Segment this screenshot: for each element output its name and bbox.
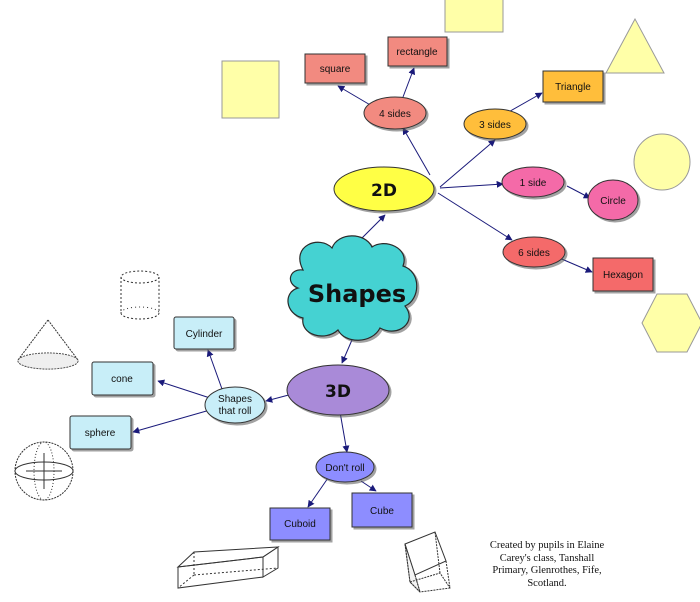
shapes-cloud-node: Shapes	[287, 235, 418, 341]
node-1-side-label: 1 side	[520, 178, 547, 189]
node-cuboid-label: Cuboid	[284, 519, 316, 530]
node-cylinder: Cylinder	[173, 316, 235, 350]
node-triangle: Triangle	[542, 70, 604, 103]
node-3-sides: 3 sides	[463, 108, 527, 140]
node-dont-roll: Don't roll	[315, 451, 375, 483]
node-sphere-label: sphere	[85, 428, 116, 439]
node-shapes-that-roll-line2: that roll	[219, 406, 252, 417]
credit-text: Created by pupils in Elaine Carey's clas…	[472, 540, 622, 590]
node-4-sides: 4 sides	[363, 96, 427, 130]
node-triangle-label: Triangle	[555, 82, 591, 93]
node-shapes-that-roll-line1: Shapes	[218, 394, 252, 405]
triangle-illustration	[605, 17, 665, 74]
sphere-illustration	[14, 441, 74, 501]
rectangle-illustration	[444, 0, 504, 33]
node-3d: 3D	[286, 364, 390, 416]
connector-roll-cylinder	[206, 349, 223, 390]
node-rectangle-label: rectangle	[396, 47, 438, 58]
connector-3sides-triangle	[504, 92, 543, 115]
circle-illustration	[633, 133, 691, 191]
connector-4sides-square	[337, 85, 373, 107]
node-rectangle: rectangle	[387, 36, 448, 67]
node-cube: Cube	[351, 492, 413, 528]
connector-6sides-hexagon	[556, 256, 593, 273]
node-1-side: 1 side	[501, 166, 565, 198]
node-square: square	[304, 53, 366, 84]
node-3d-label: 3D	[325, 382, 351, 402]
connector-1side-circle	[566, 185, 591, 199]
node-cuboid: Cuboid	[269, 507, 331, 541]
connector-2d-6sides	[437, 192, 513, 241]
cuboid-illustration	[176, 546, 280, 589]
connector-2d-1side	[439, 180, 504, 189]
credit-line-2: Carey's class, Tanshall	[499, 552, 595, 564]
shapes-cloud-label: Shapes	[308, 280, 406, 308]
connector-3d-dontroll	[339, 411, 350, 453]
cone-illustration	[17, 319, 79, 370]
node-dont-roll-label: Don't roll	[325, 463, 364, 474]
connector-4sides-rectangle	[402, 67, 416, 98]
connector-dontroll-cuboid	[307, 477, 329, 508]
node-hexagon: Hexagon	[592, 257, 654, 292]
node-shapes-that-roll: Shapes that roll	[204, 386, 266, 424]
node-sphere: sphere	[69, 415, 132, 450]
shape-illustrations-3d	[14, 270, 451, 593]
node-2d-label: 2D	[371, 181, 397, 201]
square-illustration	[221, 60, 280, 119]
node-4-sides-label: 4 sides	[379, 109, 411, 120]
node-cube-label: Cube	[370, 506, 394, 517]
node-3-sides-label: 3 sides	[479, 120, 511, 131]
hexagon-illustration	[641, 293, 700, 353]
connector-roll-cone	[157, 379, 211, 399]
credit-line-3: Primary, Glenrothes, Fife,	[492, 565, 602, 576]
node-circle: Circle	[587, 179, 639, 221]
cylinder-illustration	[120, 270, 160, 320]
node-square-label: square	[320, 64, 351, 75]
node-cone: cone	[91, 361, 154, 396]
node-2d: 2D	[333, 166, 435, 212]
credit-line-1: Created by pupils in Elaine	[489, 540, 605, 551]
node-cylinder-label: Cylinder	[186, 329, 223, 340]
node-6-sides: 6 sides	[502, 236, 566, 268]
connector-dontroll-cube	[360, 480, 377, 492]
node-6-sides-label: 6 sides	[518, 248, 550, 259]
connector-2d-4sides	[402, 127, 431, 176]
cube-illustration	[404, 531, 451, 593]
connector-2d-3sides	[439, 139, 496, 188]
shape-illustrations-2d	[221, 0, 700, 353]
credit-line-4: Scotland.	[527, 577, 567, 589]
node-hexagon-label: Hexagon	[603, 270, 643, 281]
node-cone-label: cone	[111, 374, 133, 385]
node-circle-label: Circle	[600, 196, 626, 207]
connector-roll-sphere	[132, 409, 211, 434]
